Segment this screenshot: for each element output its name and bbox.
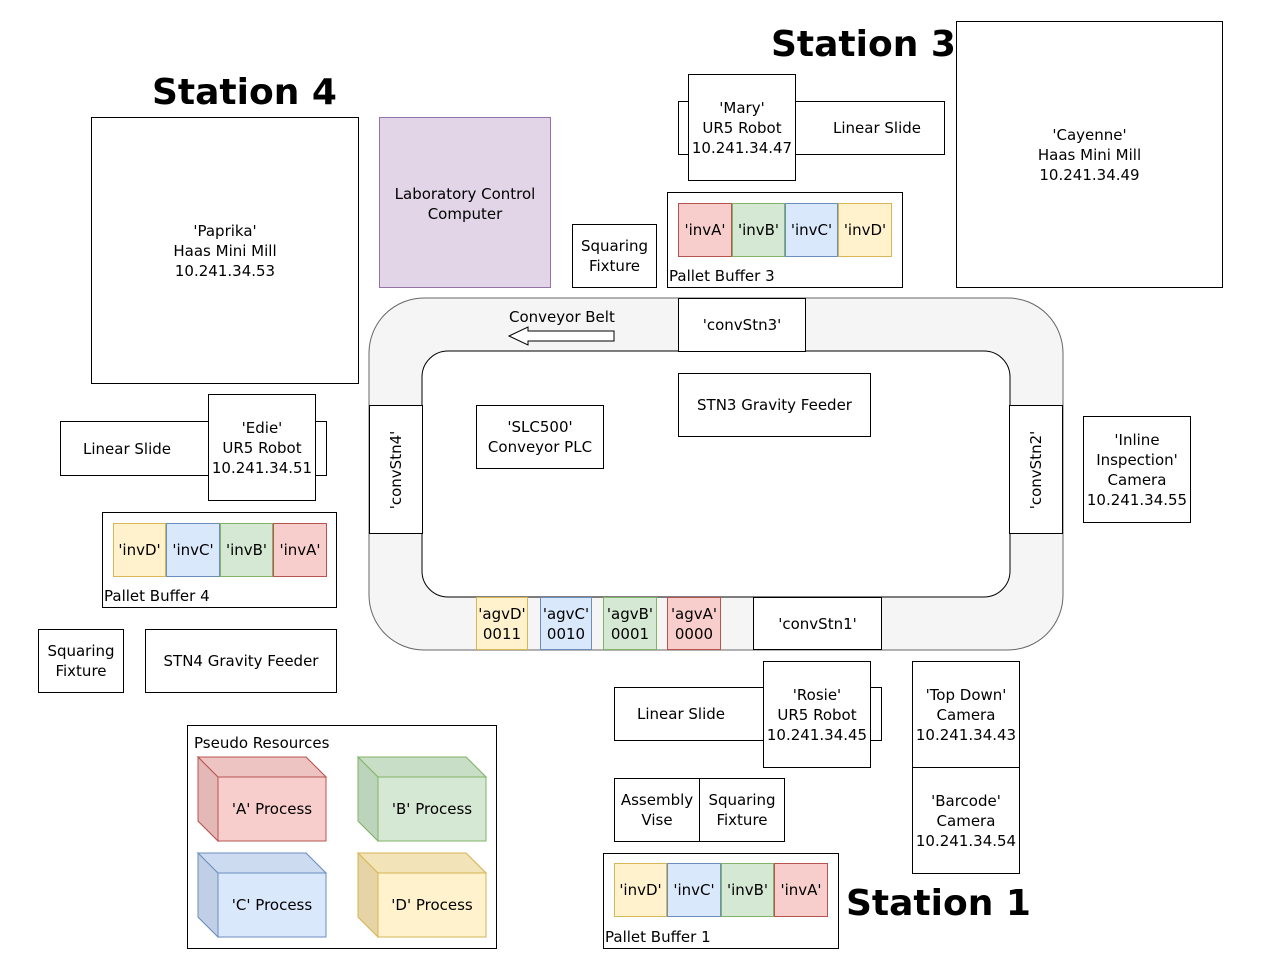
conveyor-direction-arrow [507,326,615,346]
c-process-label: 'C' Process [231,896,313,914]
conv-stn3: 'convStn3' [678,298,806,352]
agv-b: 'agvB' 0001 [603,597,657,650]
pallet-1-slot-inva: 'invA' [774,863,828,917]
conv-stn4: 'convStn4' [369,405,423,534]
pallet-4-slot-invb: 'invB' [220,523,273,577]
linear-slide-label: Linear Slide [637,705,725,723]
station-3-robot-mary: 'Mary' UR5 Robot 10.241.34.47 [688,74,796,181]
laboratory-control-computer: Laboratory Control Computer [379,117,551,288]
agv-d: 'agvD' 0011 [476,597,528,650]
pallet-3-slot-invc: 'invC' [785,203,838,257]
pallet-buffer-4-label: Pallet Buffer 4 [104,587,210,605]
pseudo-resources-panel [187,725,497,949]
pallet-3-slot-invd: 'invD' [838,203,892,257]
pallet-buffer-3-label: Pallet Buffer 3 [669,267,775,285]
pallet-buffer-1-label: Pallet Buffer 1 [605,928,711,946]
pallet-4-slot-invc: 'invC' [166,523,220,577]
stn4-gravity-feeder: STN4 Gravity Feeder [145,629,337,693]
pallet-4-slot-inva: 'invA' [273,523,327,577]
pallet-3-slot-inva: 'invA' [678,203,732,257]
conv-stn1: 'convStn1' [753,597,882,650]
barcode-camera: 'Barcode' Camera 10.241.34.54 [912,767,1020,874]
slc500-conveyor-plc: 'SLC500' Conveyor PLC [476,405,604,469]
station-4-title: Station 4 [152,72,337,113]
conv-stn4-label: 'convStn4' [387,430,405,509]
pallet-1-slot-invd: 'invD' [614,863,667,917]
pallet-1-slot-invb: 'invB' [721,863,774,917]
station-4-squaring-fixture: Squaring Fixture [38,629,124,693]
b-process-label: 'B' Process [391,800,473,818]
conv-stn2: 'convStn2' [1009,405,1063,534]
cube-c-process [196,851,328,939]
linear-slide-label: Linear Slide [83,439,171,458]
pseudo-resources-label: Pseudo Resources [194,734,330,752]
station-1-title: Station 1 [846,883,1031,924]
station-3-squaring-fixture: Squaring Fixture [572,224,657,288]
cube-a-process [196,755,328,843]
conveyor-belt-label: Conveyor Belt [509,308,615,326]
station-1-robot-rosie: 'Rosie' UR5 Robot 10.241.34.45 [763,661,871,768]
pallet-1-slot-invc: 'invC' [667,863,721,917]
agv-a: 'agvA' 0000 [667,597,721,650]
linear-slide-label: Linear Slide [833,119,921,137]
cube-d-process [356,851,488,939]
pallet-4-slot-invd: 'invD' [113,523,166,577]
cube-b-process [356,755,488,843]
station-3-title: Station 3 [771,24,956,65]
conv-stn2-label: 'convStn2' [1027,430,1045,509]
station-1-squaring-fixture: Squaring Fixture [699,778,785,842]
station-3-mill-cayenne: 'Cayenne' Haas Mini Mill 10.241.34.49 [956,21,1223,288]
stn3-gravity-feeder: STN3 Gravity Feeder [678,373,871,437]
a-process-label: 'A' Process [231,800,313,818]
agv-c: 'agvC' 0010 [540,597,592,650]
pallet-3-slot-invb: 'invB' [732,203,785,257]
top-down-camera: 'Top Down' Camera 10.241.34.43 [912,661,1020,768]
station-4-mill-paprika: 'Paprika' Haas Mini Mill 10.241.34.53 [91,117,359,384]
station-4-robot-edie: 'Edie' UR5 Robot 10.241.34.51 [208,394,316,501]
d-process-label: 'D' Process [391,896,473,914]
assembly-vise: Assembly Vise [614,778,700,842]
inline-inspection-camera: 'Inline Inspection' Camera 10.241.34.55 [1083,416,1191,523]
